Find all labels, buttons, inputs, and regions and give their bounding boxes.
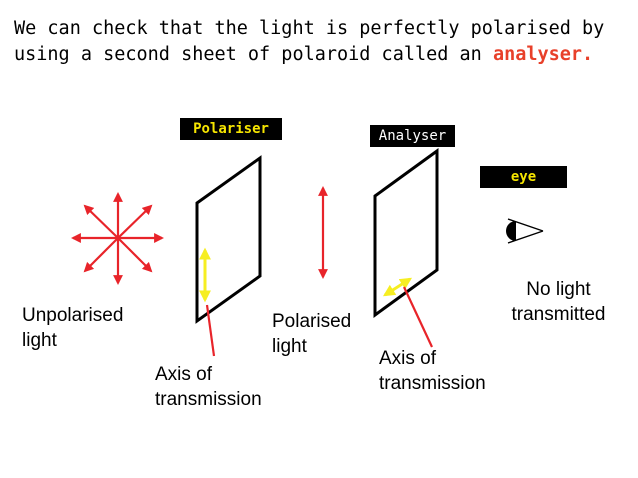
unpolarised-light-star: [71, 192, 164, 285]
polariser-tag: Polariser: [180, 118, 282, 140]
analyser-sheet: [373, 148, 439, 318]
eye-icon: [506, 218, 544, 244]
intro-sentence: We can check that the light is perfectly…: [14, 18, 616, 65]
analyser-pointer: [403, 286, 433, 348]
intro-text: We can check that the light is perfectly…: [14, 16, 629, 68]
analyser-highlight: analyser.: [492, 44, 594, 65]
polariser-sheet: [195, 155, 262, 324]
polariser-pointer: [205, 304, 216, 357]
analyser-axis-arrow: [382, 277, 413, 297]
eye-tag: eye: [480, 166, 567, 188]
analyser-tag: Analyser: [370, 125, 455, 147]
